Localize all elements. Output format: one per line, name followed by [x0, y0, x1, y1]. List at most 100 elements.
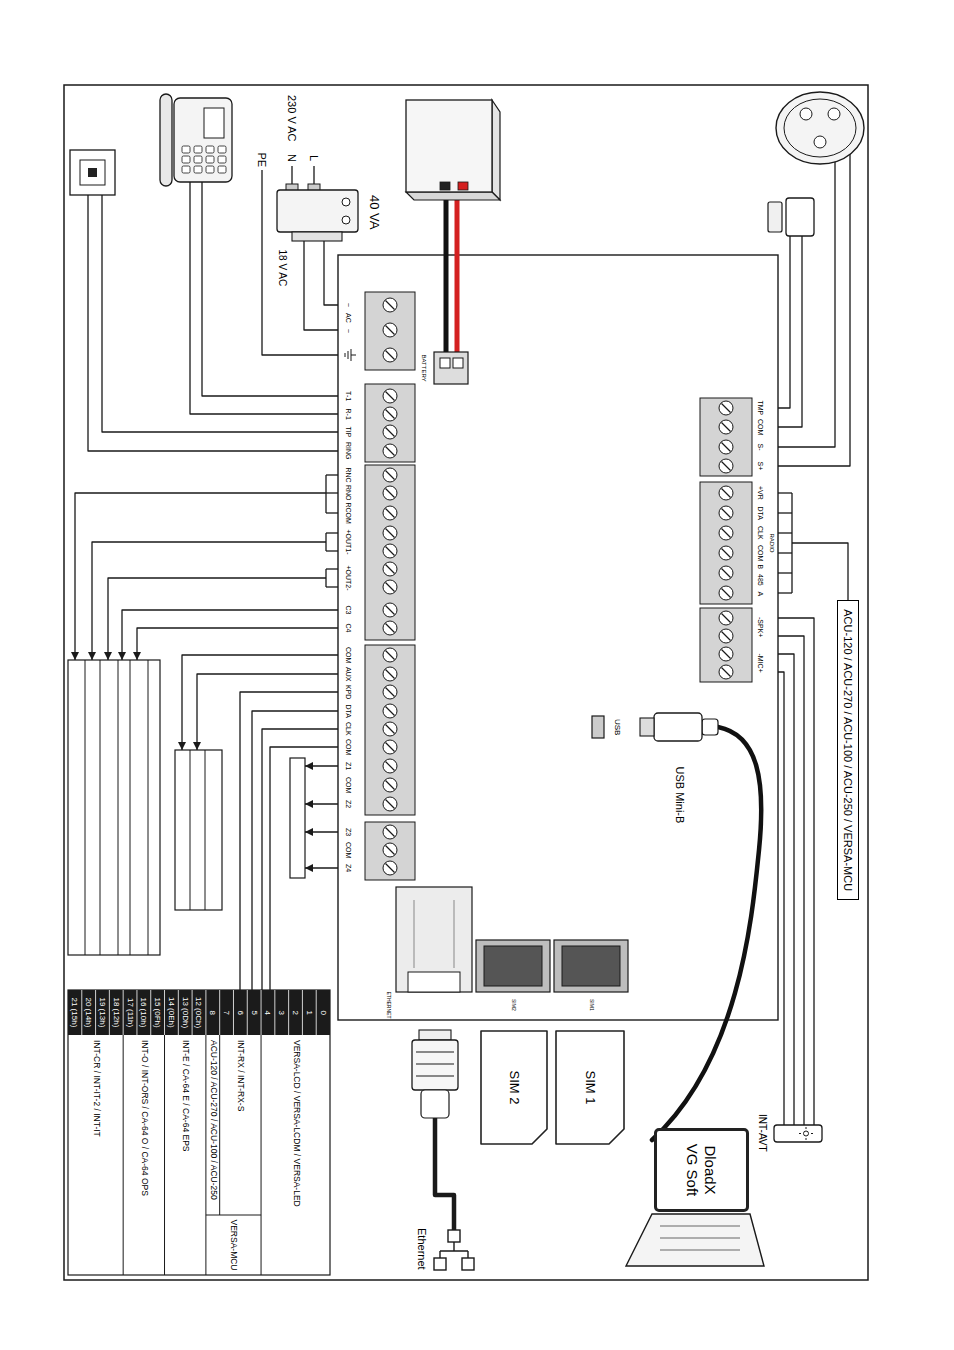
telephone-key: [194, 166, 202, 173]
terminal-screw: [383, 506, 397, 520]
terminal-label: COM: [756, 419, 764, 435]
terminal-screw: [719, 526, 733, 540]
battery-terminal: [458, 182, 468, 190]
phone-socket-face: [80, 160, 105, 185]
sim-card-shape: [556, 1031, 624, 1144]
terminal-screw: [383, 468, 397, 482]
phone-socket: [70, 150, 115, 195]
terminal-screw: [719, 440, 733, 454]
page-frame: [64, 85, 868, 1280]
telephone-key: [182, 166, 190, 173]
network-box: [448, 1230, 460, 1242]
bracket-stub: [326, 474, 338, 475]
terminal-label: COM: [344, 777, 352, 793]
tamper-wire: [778, 225, 790, 408]
output-device: [68, 660, 160, 955]
port-label: ETHERNET: [385, 992, 391, 1019]
module-name: ACU-120 / ACU-270 / ACU-100 / ACU-250: [208, 1040, 218, 1200]
siren-hole: [828, 108, 840, 120]
screw-slot: [722, 404, 731, 413]
terminal-block: [365, 465, 415, 640]
siren-hole: [800, 108, 812, 120]
bracket-stub: [326, 512, 338, 513]
bus-wire: [252, 711, 338, 990]
module-address: 13 (0Dh): [181, 997, 190, 1028]
device-divider: [85, 660, 86, 955]
port-label: SIM1: [588, 999, 594, 1011]
port-label: USB: [613, 719, 622, 735]
terminal-screw: [383, 685, 397, 699]
screw-slot: [722, 614, 731, 623]
table-rule: [288, 990, 289, 1035]
network-box: [462, 1258, 474, 1270]
connector-pin: [440, 358, 450, 368]
screw-slot: [386, 489, 395, 498]
module-address: 6: [236, 1011, 245, 1015]
sim-holder-slot: [484, 946, 542, 986]
bus-wire: [270, 747, 338, 990]
output-wire: [92, 542, 326, 660]
terminal-label: RING: [344, 442, 352, 460]
screw-slot: [386, 864, 395, 873]
control-board: [338, 255, 778, 1020]
terminal-block: [365, 822, 415, 880]
power-label: BATTERY: [421, 355, 428, 382]
bracket-stub: [326, 586, 338, 587]
screw-slot: [722, 462, 731, 471]
terminal-screw: [383, 648, 397, 662]
telephone-key: [218, 166, 226, 173]
terminal-screw: [383, 389, 397, 403]
telephone-key: [206, 156, 214, 163]
telephone-key: [182, 146, 190, 153]
transformer-terminals: [292, 232, 342, 241]
module-address: 21 (15h): [70, 998, 79, 1028]
screw-slot: [386, 781, 395, 790]
terminal-screw: [383, 722, 397, 736]
table-rule: [206, 1215, 261, 1216]
siren-body: [776, 92, 864, 164]
terminal-label: Z4: [344, 864, 352, 872]
bracket-stub: [326, 550, 338, 551]
table-rule: [205, 990, 206, 1035]
terminal-screw: [383, 778, 397, 792]
module-name: INT-E / CA-64 E / CA-64 EPS: [180, 1040, 190, 1151]
terminal-screw: [383, 323, 397, 337]
module-address: 14 (0Eh): [167, 997, 176, 1028]
terminal-label: RADIO: [769, 534, 776, 553]
battery-connector: [434, 352, 468, 384]
module-address: 19 (13h): [98, 998, 107, 1028]
screw-slot: [386, 624, 395, 633]
output-wire: [108, 578, 326, 660]
output-wire: [122, 610, 338, 660]
terminal-screw: [383, 348, 397, 362]
usb-plug-boot: [702, 719, 718, 735]
terminal-label: Z2: [344, 800, 352, 808]
screw-slot: [722, 569, 731, 578]
telephone-display: [204, 108, 224, 138]
table-rule: [261, 1035, 262, 1275]
power-label: ~: [344, 329, 352, 333]
siren-ring: [784, 99, 856, 157]
module-address: 16 (10h): [139, 998, 148, 1028]
power-label: 230 V AC: [286, 95, 299, 141]
terminal-label: S-: [756, 444, 764, 451]
device-divider: [118, 660, 119, 955]
terminal-screw: [383, 740, 397, 754]
output-wire: [75, 493, 326, 660]
ac-wire: [304, 235, 338, 330]
terminal-block: [365, 645, 415, 815]
tamper-body: [786, 198, 814, 236]
zone-wire: [305, 803, 338, 804]
tamper-magnet: [768, 202, 782, 232]
siren-hole: [814, 136, 826, 148]
bracket-stub: [778, 552, 792, 553]
ethernet-jack: [396, 887, 472, 992]
device-divider: [130, 660, 131, 955]
telephone-handset: [160, 94, 172, 186]
terminal-screw: [383, 603, 397, 617]
telephone-base: [174, 98, 232, 182]
module-address: 5: [249, 1011, 258, 1015]
sim-holder: [476, 940, 550, 992]
terminal-label: COM: [756, 545, 764, 561]
terminal-screw: [383, 298, 397, 312]
